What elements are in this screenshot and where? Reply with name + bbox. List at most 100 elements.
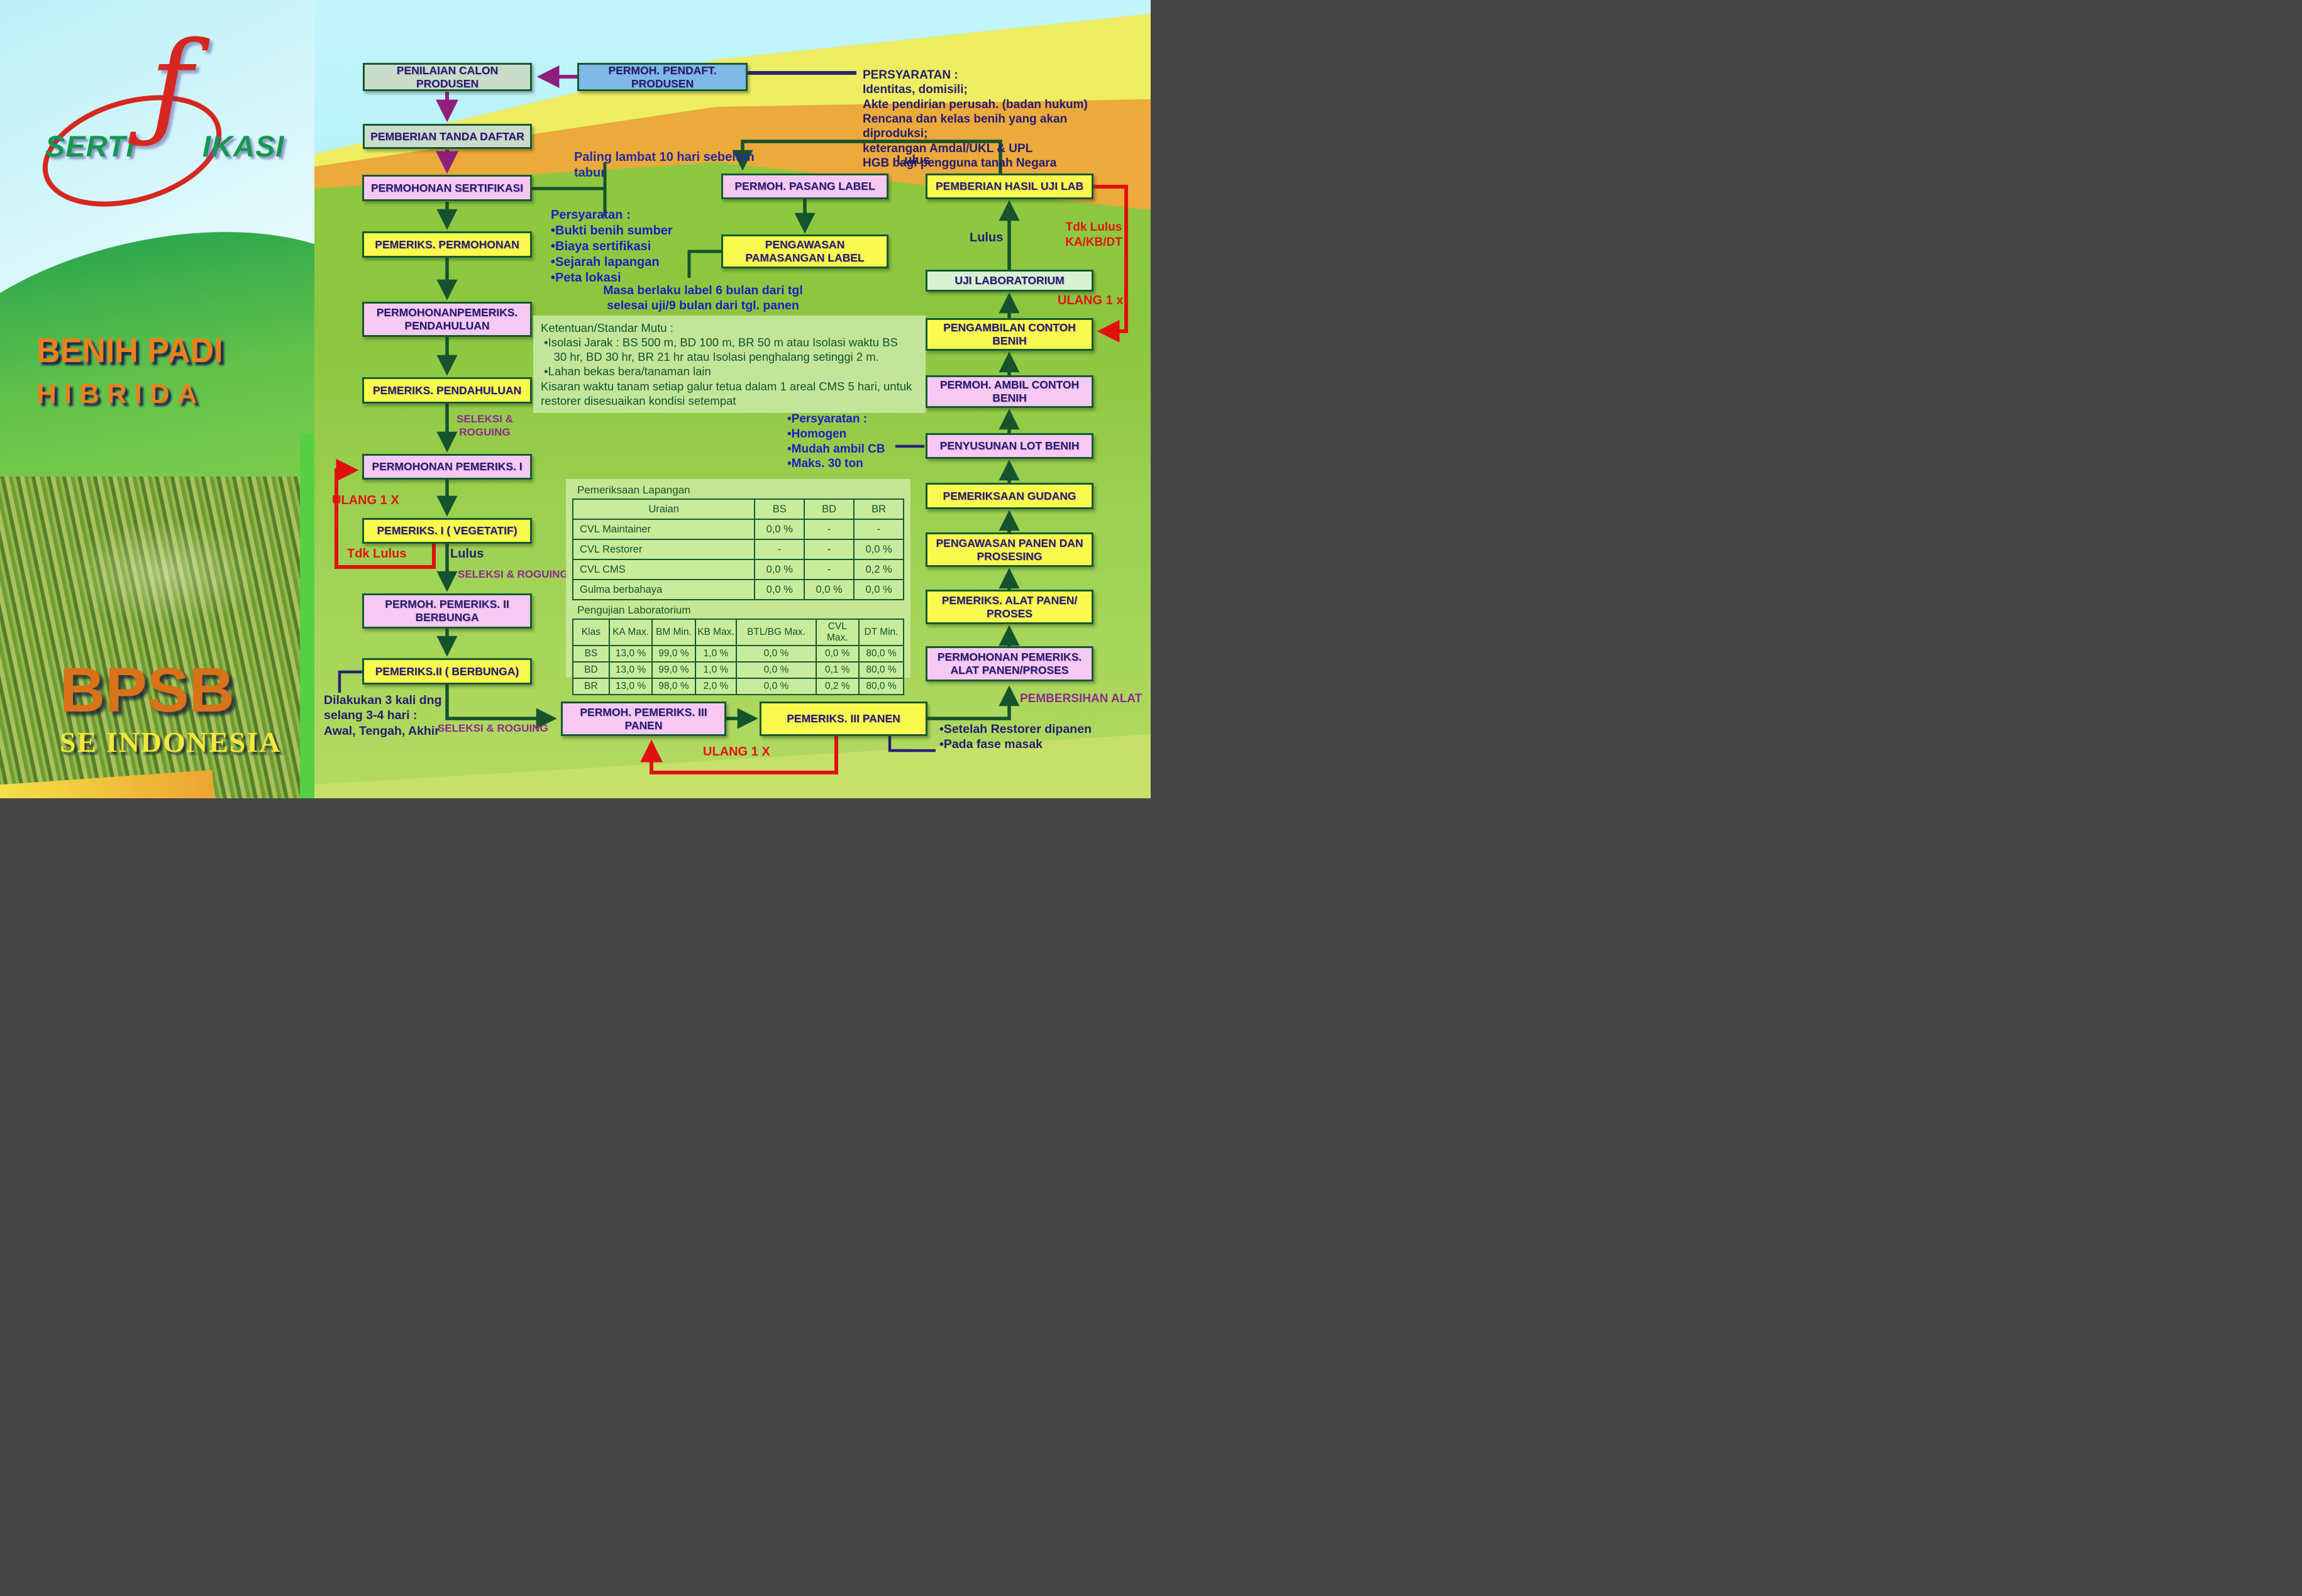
node-pengawasan-panen-prosesing: PENGAWASAN PANEN DAN PROSESING — [926, 532, 1093, 567]
table-cell: Klas — [572, 619, 610, 646]
node-pemeriks-alat-panen-proses: PEMERIKS. ALAT PANEN/ PROSES — [926, 590, 1093, 624]
node-permohonan-pemeriks-1: PERMOHONAN PEMERIKS. I — [362, 454, 532, 480]
table-cell: 0,0 % — [754, 579, 805, 600]
node-pemeriks-1-vegetatif: PEMERIKS. I ( VEGETATIF) — [362, 518, 532, 544]
table-cell: 2,0 % — [694, 678, 738, 695]
benih-padi-line2: HIBRIDA — [36, 378, 205, 409]
table-cell: - — [804, 519, 855, 540]
table-cell: Gulma berbahaya — [572, 579, 756, 600]
table-cell: 0,0 % — [754, 559, 805, 580]
logo-text-ikasi: IKASI — [202, 129, 285, 163]
node-pemeriks-permohonan: PEMERIKS. PERMOHONAN — [362, 231, 532, 258]
node-permoh-pendaft-produsen: PERMOH. PENDAFT. PRODUSEN — [577, 63, 748, 91]
table-cell: 0,0 % — [754, 519, 805, 540]
connector-layer — [335, 65, 1128, 774]
sertifikasi-logo: SERTI ƒ IKASI — [38, 26, 308, 207]
persyaratan-top-note: PERSYARATAN : Identitas, domisili; Akte … — [863, 69, 1088, 170]
seleksi-roguing-1-label: SELEKSI & ROGUING — [457, 413, 513, 439]
tdk-lulus-left-label: Tdk Lulus — [347, 547, 407, 561]
table-cell: 0,0 % — [736, 678, 817, 695]
poster: SERTI ƒ IKASI BENIH PADI HIBRIDA BPSB SE… — [0, 0, 1151, 798]
table-cell: 0,0 % — [853, 539, 904, 560]
table-cell: 13,0 % — [608, 678, 653, 695]
table-cell: 80,0 % — [858, 661, 905, 679]
lot-persyaratan-note: •Persyaratan : •Homogen •Mudah ambil CB … — [787, 412, 885, 471]
ulang-left-label: ULANG 1 X — [332, 493, 399, 507]
table-cell: BD — [804, 498, 855, 520]
table-cell: CVL Restorer — [572, 539, 756, 560]
table-cell: 0,1 % — [815, 661, 860, 679]
bpsb-title: BPSB — [60, 655, 235, 725]
node-pemeriks-pendahuluan: PEMERIKS. PENDAHULUAN — [362, 377, 532, 404]
table-cell: BS — [572, 645, 610, 663]
table-cell: 1,0 % — [694, 661, 738, 679]
setelah-restorer-note: •Setelah Restorer dipanen •Pada fase mas… — [939, 722, 1092, 752]
lab-table-title: Pengujian Laboratorium — [577, 604, 691, 616]
logo-script-f-icon: ƒ — [150, 16, 193, 152]
logo-ellipse-icon — [42, 95, 222, 207]
node-permoh-pasang-label: PERMOH. PASANG LABEL — [721, 173, 888, 199]
benih-padi-line1: BENIH PADI — [36, 331, 223, 370]
table-cell: - — [853, 519, 904, 540]
node-permoh-ambil-contoh-benih: PERMOH. AMBIL CONTOH BENIH — [926, 375, 1093, 408]
node-permohonan-sertifikasi: PERMOHONAN SERTIFIKASI — [362, 175, 532, 201]
table-cell: BS — [754, 498, 805, 520]
benih-padi-title: BENIH PADI HIBRIDA — [36, 332, 301, 410]
table-cell: KB Max. — [694, 619, 738, 646]
seleksi-roguing-3-label: SELEKSI & ROGUING — [438, 722, 548, 734]
seleksi-roguing-2-label: SELEKSI & ROGUING — [458, 568, 568, 580]
dilakukan-note: Dilakukan 3 kali dng selang 3-4 hari : A… — [324, 693, 442, 738]
table-cell: KA Max. — [608, 619, 653, 646]
table-cell: BR — [572, 678, 610, 695]
table-cell: - — [804, 559, 855, 580]
node-pemeriksaan-gudang: PEMERIKSAAN GUDANG — [926, 483, 1093, 509]
node-penyusunan-lot-benih: PENYUSUNAN LOT BENIH — [926, 433, 1093, 459]
paling-lambat-note: Paling lambat 10 hari sebelum tabur — [574, 150, 755, 180]
node-pemeriks-2-berbunga: PEMERIKS.II ( BERBUNGA) — [362, 658, 532, 685]
table-cell: 0,0 % — [815, 645, 860, 663]
ulang-right-label: ULANG 1 x — [1058, 294, 1124, 307]
node-pemberian-hasil-uji-lab: PEMBERIAN HASIL UJI LAB — [926, 173, 1093, 199]
bpsb-subtitle: SE INDONESIA — [60, 726, 282, 758]
table-cell: 99,0 % — [651, 661, 696, 679]
table-cell: 99,0 % — [651, 645, 696, 663]
table-cell: CVL CMS — [572, 559, 756, 580]
node-permohonan-pemeriks-pendahuluan: PERMOHONANPEMERIKS. PENDAHULUAN — [362, 302, 532, 337]
table-cell: BD — [572, 661, 610, 679]
table-cell: 0,2 % — [815, 678, 860, 695]
bpsb-org: BPSB SE INDONESIA — [60, 659, 282, 759]
masa-berlaku-note: Masa berlaku label 6 bulan dari tgl sele… — [603, 283, 803, 313]
table-cell: 13,0 % — [608, 661, 653, 679]
node-pemberian-tanda-daftar: PEMBERIAN TANDA DAFTAR — [363, 124, 532, 149]
persyaratan-mid-note: Persyaratan : •Bukti benih sumber •Biaya… — [551, 208, 673, 285]
left-panel: SERTI ƒ IKASI BENIH PADI HIBRIDA BPSB SE… — [0, 0, 428, 798]
field-table-title: Pemeriksaan Lapangan — [577, 484, 690, 496]
node-pengawasan-pamasangan-label: PENGAWASAN PAMASANGAN LABEL — [721, 234, 888, 268]
table-cell: BM Min. — [651, 619, 696, 646]
ketentuan-standar-mutu-note: Ketentuan/Standar Mutu : •Isolasi Jarak … — [533, 316, 926, 413]
table-cell: 0,0 % — [804, 579, 855, 600]
lulus-top-label: Lulus — [897, 153, 931, 167]
table-cell: 98,0 % — [651, 678, 696, 695]
table-cell: 1,0 % — [694, 645, 738, 663]
logo-text-serti: SERTI — [45, 129, 135, 163]
table-row: CVL Restorer--0,0 % — [572, 539, 904, 560]
table-cell: BR — [853, 498, 904, 520]
table-cell: CVL Max. — [815, 619, 860, 646]
pembersihan-alat-label: PEMBERSIHAN ALAT — [1020, 692, 1143, 705]
green-strip-decoration — [300, 434, 314, 798]
node-penilaian-calon-produsen: PENILAIAN CALON PRODUSEN — [363, 63, 532, 91]
node-pemeriks-3-panen: PEMERIKS. III PANEN — [760, 702, 927, 736]
node-uji-laboratorium: UJI LABORATORIUM — [926, 270, 1093, 292]
table-cell: 0,0 % — [736, 661, 817, 679]
table-cell: CVL Maintainer — [572, 519, 756, 540]
